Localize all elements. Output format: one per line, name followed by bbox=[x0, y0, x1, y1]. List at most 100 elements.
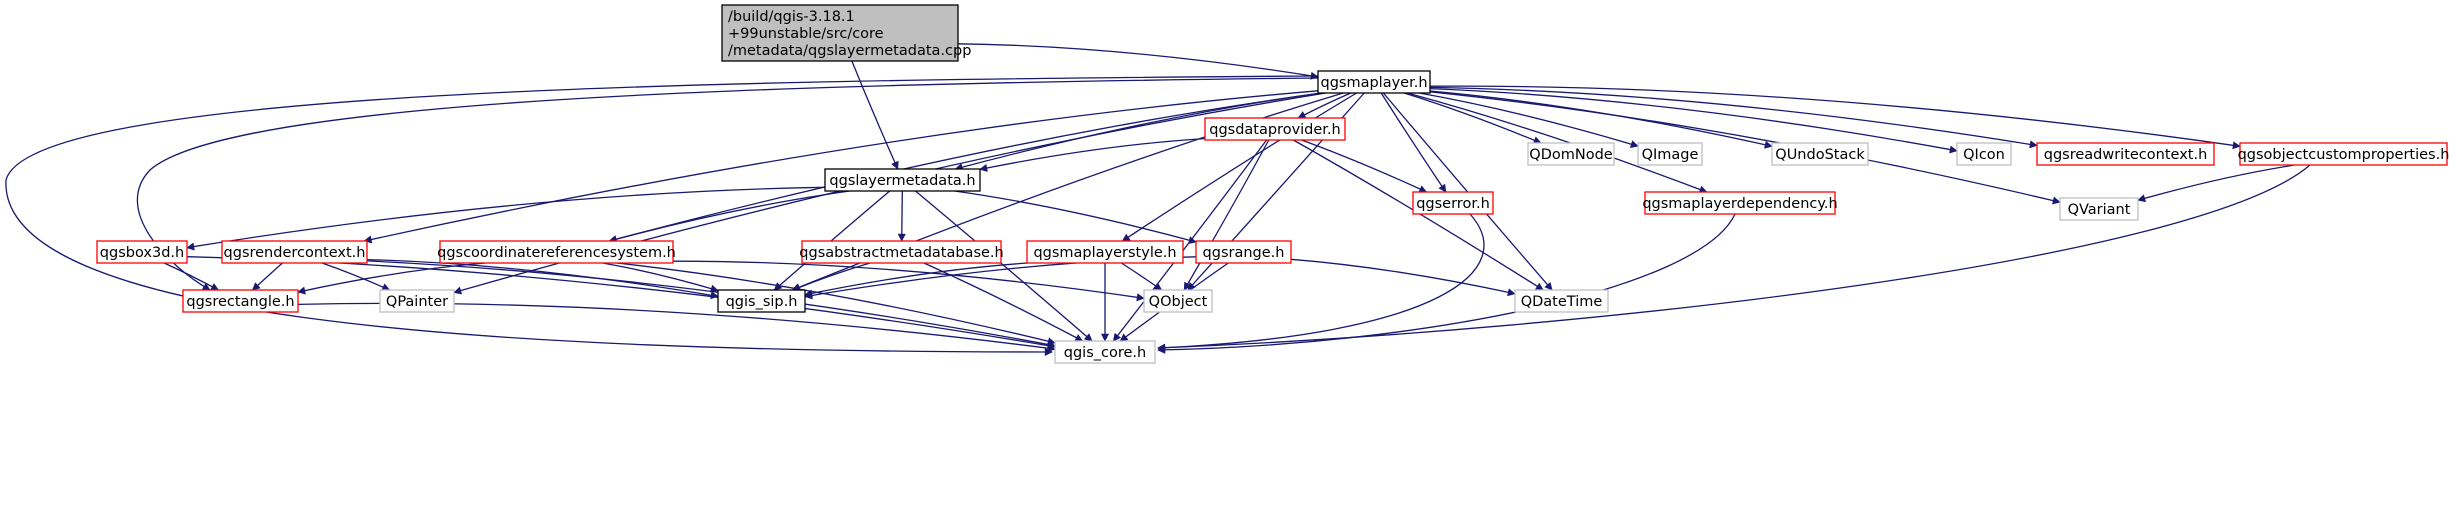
edge-rendercontext-to-rectangle bbox=[252, 262, 283, 291]
edge-error-to-core bbox=[1157, 213, 1485, 352]
node-label-readwrite: qgsreadwritecontext.h bbox=[2044, 147, 2208, 163]
node-label-rendercontext: qgsrendercontext.h bbox=[224, 245, 366, 261]
node-box-qicon bbox=[1956, 142, 2012, 166]
node-box-root bbox=[721, 4, 959, 62]
node-label-qvariant: QVariant bbox=[2068, 202, 2131, 218]
node-box-box3d bbox=[96, 240, 188, 264]
node-range[interactable]: qgsrange.h bbox=[1195, 240, 1292, 264]
node-box3d[interactable]: qgsbox3d.h bbox=[96, 240, 188, 264]
node-box-rendercontext bbox=[221, 240, 368, 264]
edge-range-to-qdatetime bbox=[1290, 258, 1516, 297]
node-error[interactable]: qgserror.h bbox=[1412, 191, 1494, 215]
edge-maplayer-to-layerdep bbox=[1407, 92, 1708, 194]
edge-maplayer-to-customprops bbox=[1429, 85, 2241, 150]
node-root[interactable]: /build/qgis-3.18.1+99unstable/src/core/m… bbox=[721, 4, 971, 62]
node-qimage: QImage bbox=[1637, 142, 1703, 166]
node-box-qdatetime bbox=[1514, 289, 1609, 313]
edge-maplayer-to-error bbox=[1380, 92, 1447, 193]
node-box-qpainter bbox=[379, 289, 455, 313]
node-sip[interactable]: qgis_sip.h bbox=[717, 289, 806, 313]
edge-maplayer-to-rendercontext bbox=[363, 90, 1319, 244]
edge-box3d-to-rectangle bbox=[163, 262, 220, 291]
node-qdatetime: QDateTime bbox=[1514, 289, 1609, 313]
node-label-root: /metadata/qgslayermetadata.cpp bbox=[728, 43, 971, 59]
edge-maplayer-to-qimage bbox=[1419, 92, 1639, 148]
node-label-qobject: QObject bbox=[1149, 294, 1208, 310]
node-readwrite[interactable]: qgsreadwritecontext.h bbox=[2036, 142, 2215, 166]
node-label-root: +99unstable/src/core bbox=[728, 26, 884, 42]
node-box-rectangle bbox=[182, 289, 299, 313]
node-label-rectangle: qgsrectangle.h bbox=[186, 294, 294, 310]
edge-layermetadata-to-sip bbox=[773, 190, 891, 291]
node-rectangle[interactable]: qgsrectangle.h bbox=[182, 289, 299, 313]
node-box-qvariant bbox=[2059, 197, 2139, 221]
edge-root-to-maplayer bbox=[957, 43, 1319, 80]
node-box-range bbox=[1195, 240, 1292, 264]
node-box-layermetadata bbox=[824, 168, 981, 192]
edge-layerdep-to-core bbox=[1157, 213, 1736, 354]
node-box-sip bbox=[717, 289, 806, 313]
node-box-qobject bbox=[1143, 289, 1213, 313]
node-dataprovider[interactable]: qgsdataprovider.h bbox=[1204, 117, 1346, 141]
edge-maplayer-to-core bbox=[5, 75, 1319, 356]
node-label-maplayerstyle: qgsmaplayerstyle.h bbox=[1033, 245, 1176, 261]
node-label-layermetadata: qgslayermetadata.h bbox=[829, 173, 975, 189]
node-box-maplayer bbox=[1317, 70, 1431, 94]
node-box-qundostack bbox=[1771, 142, 1869, 166]
node-box-layerdep bbox=[1644, 191, 1836, 215]
edge-dataprovider-to-qobject bbox=[1183, 139, 1270, 291]
node-box-crs bbox=[439, 240, 674, 264]
node-qicon: QIcon bbox=[1956, 142, 2012, 166]
edge-crs-to-sip bbox=[602, 262, 719, 293]
edge-crs-to-core bbox=[616, 262, 1056, 346]
edge-crs-to-rectangle bbox=[297, 262, 486, 295]
node-label-maplayer: qgsmaplayer.h bbox=[1320, 75, 1427, 91]
edge-maplayer-to-qdomnode bbox=[1403, 92, 1542, 144]
edge-dataprovider-to-error bbox=[1301, 139, 1428, 193]
node-label-box3d: qgsbox3d.h bbox=[100, 245, 184, 261]
edge-rendercontext-to-sip bbox=[366, 258, 719, 300]
edge-layermetadata-to-crs bbox=[608, 190, 850, 244]
node-box-error bbox=[1412, 191, 1494, 215]
edge-rendercontext-to-qpainter bbox=[321, 262, 391, 291]
edge-root-to-layermetadata bbox=[851, 60, 899, 170]
node-customprops[interactable]: qgsobjectcustomproperties.h bbox=[2238, 142, 2450, 166]
node-label-qundostack: QUndoStack bbox=[1775, 147, 1865, 163]
edge-maplayerstyle-to-sip bbox=[804, 262, 1028, 298]
node-maplayer[interactable]: qgsmaplayer.h bbox=[1317, 70, 1431, 94]
node-qobject: QObject bbox=[1143, 289, 1213, 313]
edge-dataprovider-to-qdatetime bbox=[1292, 139, 1544, 291]
node-core: qgis_core.h bbox=[1054, 340, 1156, 364]
nodes-layer: /build/qgis-3.18.1+99unstable/src/core/m… bbox=[96, 4, 2450, 364]
node-label-qimage: QImage bbox=[1642, 147, 1699, 163]
node-label-error: qgserror.h bbox=[1416, 196, 1490, 212]
node-box-qdomnode bbox=[1527, 142, 1615, 166]
node-abstractmeta[interactable]: qgsabstractmetadatabase.h bbox=[799, 240, 1004, 264]
edge-rendercontext-to-core bbox=[366, 260, 1056, 349]
node-label-qpainter: QPainter bbox=[386, 294, 448, 310]
edge-maplayer-to-dataprovider bbox=[1297, 92, 1352, 119]
node-qundostack: QUndoStack bbox=[1771, 142, 1869, 166]
edge-layermetadata-to-box3d bbox=[186, 186, 826, 251]
edge-crs-to-qobject bbox=[672, 260, 1145, 302]
node-label-qdomnode: QDomNode bbox=[1529, 147, 1612, 163]
node-label-crs: qgscoordinatereferencesystem.h bbox=[437, 245, 676, 261]
edge-customprops-to-qvariant bbox=[2137, 164, 2295, 203]
node-rendercontext[interactable]: qgsrendercontext.h bbox=[221, 240, 368, 264]
node-label-layerdep: qgsmaplayerdependency.h bbox=[1642, 196, 1837, 212]
node-label-customprops: qgsobjectcustomproperties.h bbox=[2238, 147, 2450, 163]
edge-maplayer-to-layermetadata bbox=[954, 92, 1322, 172]
node-layermetadata[interactable]: qgslayermetadata.h bbox=[824, 168, 981, 192]
node-layerdep[interactable]: qgsmaplayerdependency.h bbox=[1642, 191, 1838, 215]
edge-maplayer-to-qdatetime bbox=[1382, 92, 1553, 291]
node-label-sip: qgis_sip.h bbox=[726, 294, 798, 310]
edge-maplayer-to-maplayerstyle bbox=[1121, 92, 1357, 242]
node-label-abstractmeta: qgsabstractmetadatabase.h bbox=[799, 245, 1003, 261]
edge-maplayer-to-qicon bbox=[1429, 87, 1958, 154]
node-maplayerstyle[interactable]: qgsmaplayerstyle.h bbox=[1026, 240, 1184, 264]
node-crs[interactable]: qgscoordinatereferencesystem.h bbox=[437, 240, 676, 264]
node-box-customprops bbox=[2239, 142, 2448, 166]
edge-abstractmeta-to-core bbox=[923, 262, 1084, 342]
node-label-range: qgsrange.h bbox=[1203, 245, 1285, 261]
